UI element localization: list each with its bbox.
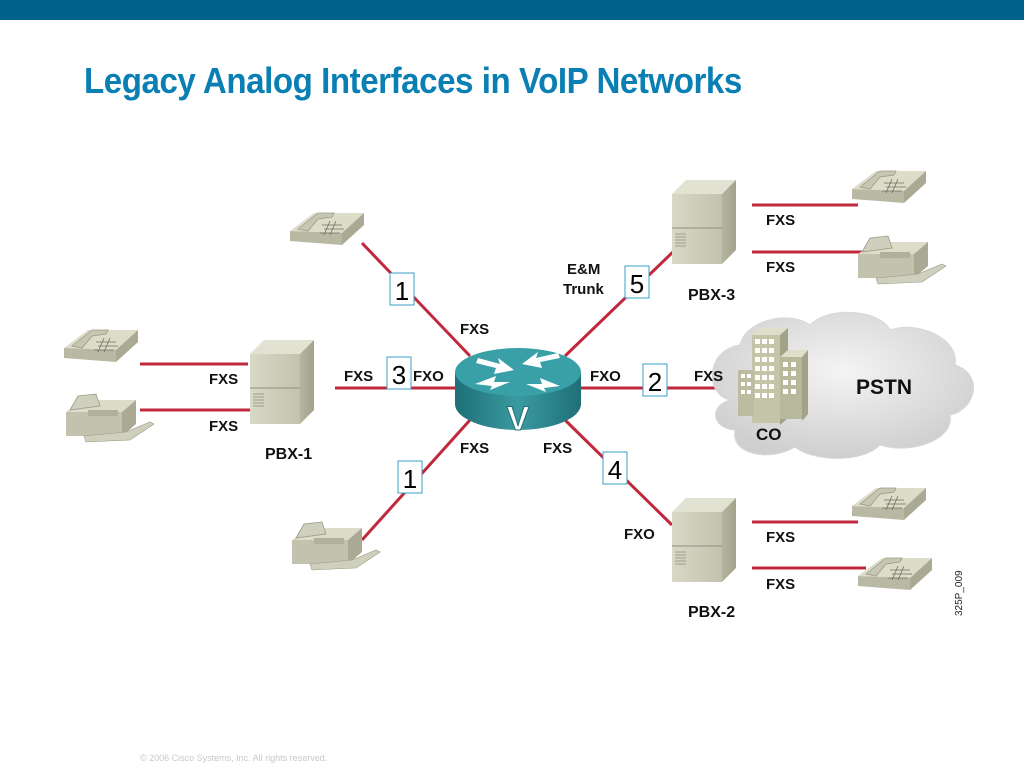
top-banner [0, 0, 1024, 20]
port-label: FXS [766, 529, 795, 546]
port-label: FXS [766, 576, 795, 593]
slide-title: Legacy Analog Interfaces in VoIP Network… [84, 60, 742, 101]
callout-box-1-bottom [397, 460, 423, 494]
pbx1-label: PBX-1 [265, 446, 312, 463]
pstn-label: PSTN [856, 376, 912, 399]
callout-box-2 [642, 363, 668, 397]
pbx2-icon[interactable] [671, 497, 737, 583]
phone-icon-pbx2-a[interactable] [851, 487, 927, 521]
callout-box-4 [602, 451, 628, 485]
port-label: FXO [590, 368, 621, 385]
callout-number: 1 [403, 464, 417, 494]
callout-number: 4 [608, 455, 622, 485]
phone-icon-pbx1[interactable] [63, 329, 139, 363]
co-label: CO [756, 425, 782, 444]
fax-icon-bottom[interactable] [291, 521, 381, 571]
pbx3-icon[interactable] [671, 179, 737, 265]
callout-number: 2 [648, 367, 662, 397]
port-label: FXS [460, 440, 489, 457]
port-label: FXS [209, 371, 238, 388]
callout-box-1-top [389, 272, 415, 306]
trunk-label: Trunk [563, 281, 604, 298]
trunk-label: E&M [567, 261, 600, 278]
port-label: FXO [624, 526, 655, 543]
port-label: FXS [543, 440, 572, 457]
port-label: FXS [766, 212, 795, 229]
link-router-pbx3 [563, 248, 677, 358]
copyright-footer: © 2006 Cisco Systems, Inc. All rights re… [140, 753, 328, 763]
port-label: FXS [460, 321, 489, 338]
pbx2-label: PBX-2 [688, 604, 735, 621]
port-label: FXS [209, 418, 238, 435]
port-label: FXO [413, 368, 444, 385]
pbx3-label: PBX-3 [688, 287, 735, 304]
phone-icon-pbx2-b[interactable] [857, 557, 933, 591]
callout-number: 1 [395, 276, 409, 306]
figure-code: 325P_009 [954, 570, 965, 616]
phone-icon-top[interactable] [289, 212, 365, 246]
port-label: FXS [344, 368, 373, 385]
pbx1-icon[interactable] [249, 339, 315, 425]
callout-number: 5 [630, 269, 644, 299]
callout-box-3 [386, 356, 412, 390]
router-label: V [507, 400, 530, 438]
callout-box-5 [624, 265, 650, 299]
callout-number: 3 [392, 360, 406, 390]
fax-icon-pbx3[interactable] [857, 235, 947, 285]
port-label: FXS [694, 368, 723, 385]
central-office-building-icon [738, 328, 808, 425]
link-router-phone [360, 241, 472, 358]
port-label: FXS [766, 259, 795, 276]
fax-icon-pbx1[interactable] [65, 393, 155, 443]
phone-icon-pbx3[interactable] [851, 170, 927, 204]
voice-router-icon[interactable]: V [455, 348, 581, 439]
